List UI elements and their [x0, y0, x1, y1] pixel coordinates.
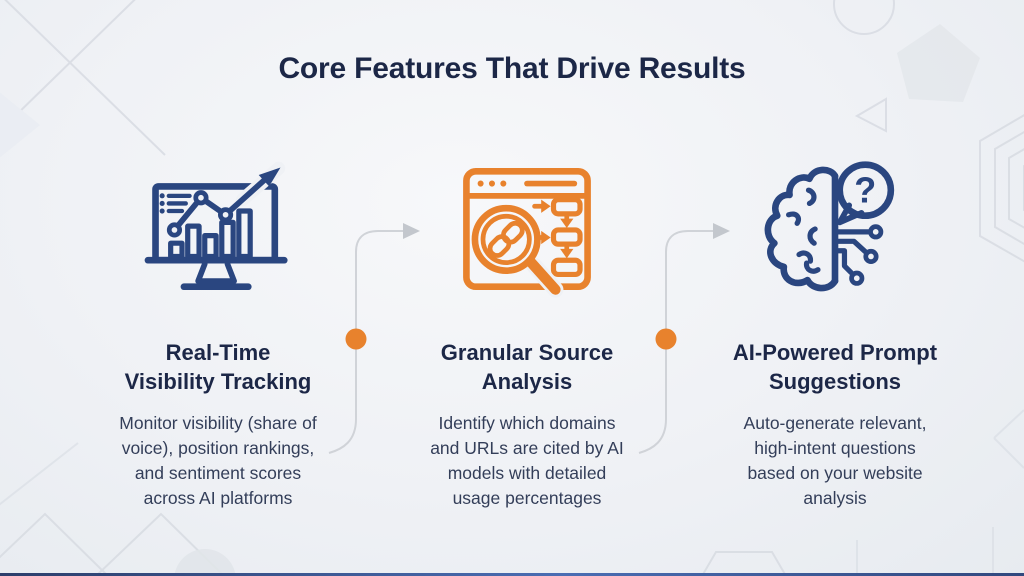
feature-title: Granular Source Analysis — [377, 338, 677, 396]
feature-title: Real-Time Visibility Tracking — [68, 338, 368, 396]
feature-description-line: Monitor visibility (share of — [119, 413, 317, 433]
circuit-traces — [832, 229, 871, 276]
feature-description: Monitor visibility (share of voice), pos… — [68, 411, 368, 511]
ai-brain-prompt-icon: ? — [764, 161, 895, 292]
feature-description-line: high-intent questions — [754, 438, 916, 458]
trend-arrowhead — [258, 167, 281, 187]
feature-description: Identify which domains and URLs are cite… — [377, 411, 677, 511]
feature-title-line: Analysis — [481, 369, 573, 394]
flowchart-boxes — [550, 197, 583, 278]
feature-description-line: and sentiment scores — [134, 463, 302, 483]
triangle-decor — [95, 512, 225, 576]
analytics-monitor-icon — [144, 161, 288, 291]
slide-title: Core Features That Drive Results — [278, 52, 746, 85]
question-mark-glyph: ? — [854, 169, 876, 210]
line-decor — [856, 527, 994, 576]
list-lines — [166, 193, 192, 214]
feature-description-line: and URLs are cited by AI — [430, 438, 624, 458]
feature-description-line: analysis — [803, 488, 867, 508]
hexagon-decor — [994, 130, 1024, 246]
feature-column-granular-source-analysis: Granular Source Analysis Identify which … — [377, 150, 677, 511]
feature-description-line: Auto-generate relevant, — [743, 413, 927, 433]
magnifier-handle — [525, 256, 561, 295]
feature-description-line: across AI platforms — [143, 488, 293, 508]
hexagon-decor — [979, 114, 1024, 263]
circle-decor — [833, 0, 895, 35]
trend-line — [171, 171, 274, 233]
feature-column-ai-powered-prompt-suggestions: ? AI-Powered Prompt Suggestions Auto-gen… — [685, 150, 985, 511]
brain-outline — [764, 166, 839, 292]
triangle-decor — [0, 512, 109, 576]
list-dots — [159, 193, 165, 214]
feature-icon-wrap: ? — [685, 150, 985, 308]
feature-title-line: Visibility Tracking — [124, 369, 312, 394]
feature-title-line: Granular Source — [440, 340, 614, 365]
link-icon — [487, 220, 525, 258]
hexagon-decor — [1008, 148, 1024, 229]
line-decor — [993, 409, 1024, 469]
triangle-decor — [854, 97, 887, 133]
feature-description-line: voice), position rankings, — [121, 438, 315, 458]
feature-description-line: usage percentages — [452, 488, 602, 508]
source-analysis-icon — [463, 167, 591, 298]
circle-decor — [174, 549, 236, 576]
feature-column-real-time-visibility: Real-Time Visibility Tracking Monitor vi… — [68, 150, 368, 511]
trend-points — [166, 190, 234, 238]
bar-chart-bars — [168, 208, 253, 260]
browser-dots — [477, 180, 507, 187]
feature-title-line: Suggestions — [768, 369, 901, 394]
feature-description-line: models with detailed — [447, 463, 607, 483]
feature-icon-wrap — [377, 150, 677, 308]
feature-title-line: AI-Powered Prompt — [732, 340, 938, 365]
circuit-nodes — [849, 224, 884, 286]
line-decor — [0, 442, 79, 506]
feature-title-line: Real-Time — [165, 340, 271, 365]
feature-icon-wrap — [68, 150, 368, 308]
feature-description-line: based on your website — [747, 463, 923, 483]
bottom-accent-bar — [0, 573, 1024, 576]
brain-folds — [786, 187, 821, 274]
magnifier-lens — [471, 204, 541, 274]
feature-description-line: Identify which domains — [438, 413, 616, 433]
feature-description: Auto-generate relevant, high-intent ques… — [685, 411, 985, 511]
feature-title: AI-Powered Prompt Suggestions — [685, 338, 985, 396]
speech-bubble — [836, 161, 895, 220]
